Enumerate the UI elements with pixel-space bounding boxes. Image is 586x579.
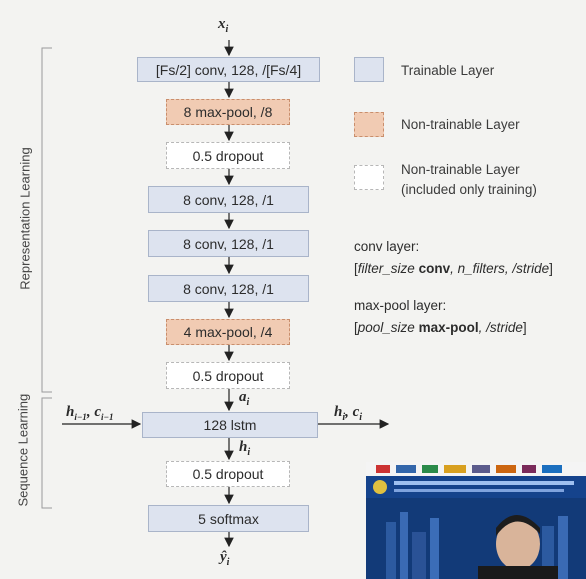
layer-conv-4: 8 conv, 128, /1 [148, 275, 309, 302]
representation-bracket [41, 47, 52, 393]
layer-dropout-2: 0.5 dropout [166, 362, 290, 389]
layer-maxpool-2: 4 max-pool, /4 [166, 319, 290, 345]
lstm-input-state-label: hi−1, ci−1 [66, 404, 114, 422]
layer-conv-2: 8 conv, 128, /1 [148, 186, 309, 213]
layer-dropout-1: 0.5 dropout [166, 142, 290, 169]
maxpool-layer-note: max-pool layer: [pool_size max-pool, /st… [354, 298, 527, 335]
legend-dropout-swatch [354, 165, 384, 190]
layer-conv-1: [Fs/2] conv, 128, /[Fs/4] [137, 57, 320, 82]
legend-nontrainable-swatch [354, 112, 384, 137]
webcam-video-image [366, 462, 586, 579]
activation-label: ai [239, 389, 250, 408]
layer-conv-3: 8 conv, 128, /1 [148, 230, 309, 257]
layer-maxpool-1: 8 max-pool, /8 [166, 99, 290, 125]
input-label: xi [218, 16, 229, 35]
legend-trainable-label: Trainable Layer [401, 63, 495, 78]
hidden-label: hi [239, 439, 251, 458]
output-label: ŷi [220, 549, 230, 568]
webcam-overlay [366, 462, 586, 579]
legend-dropout-label: Non-trainable Layer (included only train… [401, 162, 537, 197]
representation-learning-label: Representation Learning [17, 147, 33, 290]
sequence-learning-label: Sequence Learning [15, 393, 31, 507]
legend-trainable-swatch [354, 57, 384, 82]
layer-dropout-3: 0.5 dropout [166, 461, 290, 487]
lstm-output-state-label: hi, ci [334, 404, 363, 423]
layer-softmax: 5 softmax [148, 505, 309, 532]
legend-nontrainable-label: Non-trainable Layer [401, 117, 520, 132]
sequence-bracket [41, 397, 52, 509]
conv-layer-note: conv layer: [filter_size conv, n_filters… [354, 239, 553, 276]
layer-lstm: 128 lstm [142, 412, 318, 438]
